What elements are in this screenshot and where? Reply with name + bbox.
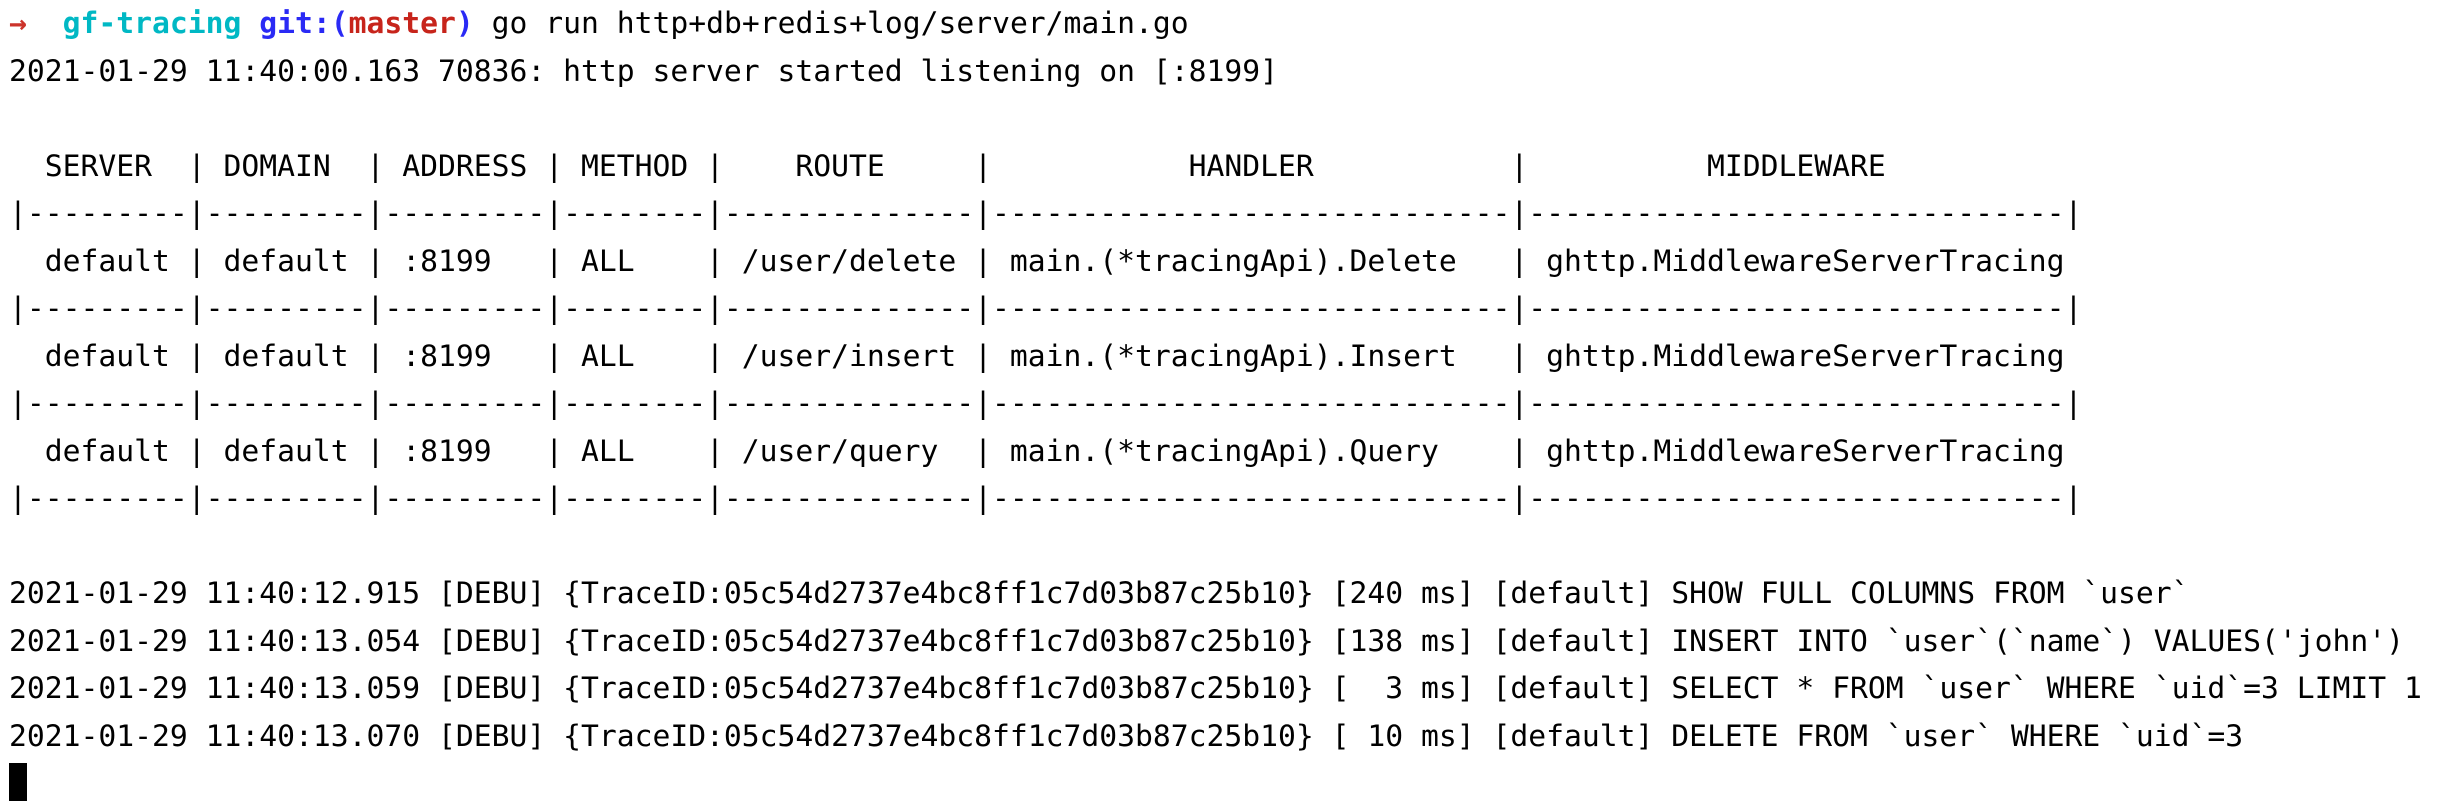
route-table-row-insert: default | default | :8199 | ALL | /user/… <box>9 338 2065 374</box>
blank-line <box>9 523 2462 571</box>
terminal-cursor[interactable] <box>9 763 27 801</box>
route-table-row-delete: default | default | :8199 | ALL | /user/… <box>9 243 2065 279</box>
cursor-line <box>9 760 2462 808</box>
blank-line <box>9 95 2462 143</box>
shell-prompt-line: → gf-tracing git:(master) go run http+db… <box>9 0 2462 48</box>
sql-log-line: 2021-01-29 11:40:12.915 [DEBU] {TraceID:… <box>9 576 2190 611</box>
prompt-git-branch: master <box>348 6 456 41</box>
sql-log-line: 2021-01-29 11:40:13.054 [DEBU] {TraceID:… <box>9 623 2405 659</box>
route-table-header: SERVER | DOMAIN | ADDRESS | METHOD | ROU… <box>9 148 1886 184</box>
prompt-git-close: ) <box>455 6 492 41</box>
route-table-separator: |---------|---------|---------|--------|… <box>9 291 2083 326</box>
route-table-separator: |---------|---------|---------|--------|… <box>9 386 2083 421</box>
prompt-git-label: git:( <box>259 6 349 41</box>
server-startup-log-line: 2021-01-29 11:40:00.163 70836: http serv… <box>9 53 1279 89</box>
route-table-separator: |---------|---------|---------|--------|… <box>9 196 2083 231</box>
route-table-separator: |---------|---------|---------|--------|… <box>9 481 2083 516</box>
prompt-arrow: → <box>9 6 63 41</box>
sql-log-line: 2021-01-29 11:40:13.070 [DEBU] {TraceID:… <box>9 718 2244 754</box>
prompt-directory: gf-tracing <box>62 6 260 41</box>
prompt-command: go run http+db+redis+log/server/main.go <box>491 6 1189 41</box>
route-table-row-query: default | default | :8199 | ALL | /user/… <box>9 433 2065 469</box>
sql-log-line: 2021-01-29 11:40:13.059 [DEBU] {TraceID:… <box>9 671 2422 706</box>
